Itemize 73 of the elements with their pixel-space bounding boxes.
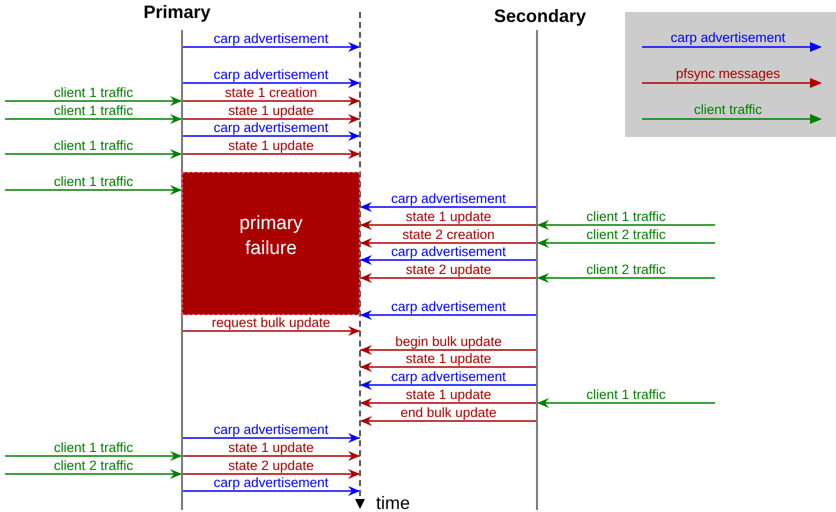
- legend-label: carp advertisement: [670, 30, 786, 45]
- lifeline-title: Secondary: [494, 6, 586, 26]
- edge-label: request bulk update: [210, 315, 332, 330]
- edge-label: carp advertisement: [212, 31, 330, 46]
- arrow: [182, 326, 360, 336]
- edge-label: state 1 creation: [224, 85, 318, 100]
- arrow: [182, 149, 360, 159]
- arrow: [5, 114, 182, 124]
- edge-label: client 1 traffic: [585, 387, 667, 402]
- arrow: [182, 131, 360, 141]
- arrow: [360, 255, 537, 265]
- edge-label: carp advertisement: [212, 67, 330, 82]
- edge-label: carp advertisement: [390, 191, 507, 206]
- arrow: [360, 238, 537, 248]
- edge-label: end bulk update: [399, 405, 498, 420]
- lifeline-title: Primary: [143, 2, 211, 22]
- edge-label: carp advertisement: [212, 422, 330, 437]
- arrow: [5, 451, 182, 461]
- arrow: [537, 220, 715, 230]
- arrow: [360, 345, 537, 355]
- arrow: [182, 486, 360, 496]
- edge-label: state 1 update: [227, 103, 315, 118]
- arrow: [5, 96, 182, 106]
- edge-label: client 1 traffic: [52, 138, 134, 153]
- arrow: [182, 96, 360, 106]
- arrow: [360, 398, 537, 408]
- edge-label: client 2 traffic: [585, 262, 667, 277]
- edge-label: carp advertisement: [390, 369, 507, 384]
- edge-label: state 1 update: [404, 387, 492, 402]
- arrow: [360, 416, 537, 426]
- arrow: [182, 469, 360, 479]
- edge-label: client 1 traffic: [52, 440, 134, 455]
- arrow: [537, 398, 715, 408]
- arrow: [537, 238, 715, 248]
- edge-label: state 2 update: [404, 262, 492, 277]
- edge-label: state 1 update: [227, 440, 315, 455]
- edge-label: state 1 update: [227, 138, 315, 153]
- legend-label: pfsync messages: [674, 66, 782, 81]
- arrow: [182, 451, 360, 461]
- arrow: [537, 273, 715, 283]
- failure-label: primary failure: [238, 212, 304, 261]
- arrow: [360, 310, 537, 320]
- arrow: [360, 202, 537, 212]
- edge-label: client 2 traffic: [585, 227, 667, 242]
- edge-label: client 1 traffic: [52, 85, 134, 100]
- arrow: [182, 78, 360, 88]
- edge-label: carp advertisement: [212, 120, 330, 135]
- arrow: [360, 220, 537, 230]
- edge-label: carp advertisement: [212, 475, 330, 490]
- edge-label: state 2 update: [227, 458, 315, 473]
- edge-label: client 1 traffic: [52, 103, 134, 118]
- edge-label: client 1 traffic: [585, 209, 667, 224]
- arrow: [5, 149, 182, 159]
- arrow: [360, 273, 537, 283]
- lifeline: [536, 30, 538, 510]
- arrow: [5, 185, 182, 195]
- arrow: [360, 362, 537, 372]
- edge-label: state 1 update: [404, 351, 492, 366]
- arrow: [360, 380, 537, 390]
- edge-label: client 1 traffic: [52, 174, 134, 189]
- arrow: [182, 42, 360, 52]
- arrow: [182, 114, 360, 124]
- arrow: [5, 469, 182, 479]
- axis-label: time: [376, 493, 410, 512]
- legend-label: client traffic: [692, 102, 764, 117]
- edge-label: state 2 creation: [401, 227, 496, 242]
- arrow: [182, 433, 360, 443]
- edge-label: begin bulk update: [394, 334, 503, 349]
- edge-label: client 2 traffic: [52, 458, 134, 473]
- edge-label: carp advertisement: [390, 244, 507, 259]
- edge-label: carp advertisement: [390, 299, 507, 314]
- failure-box: [182, 172, 360, 315]
- edge-label: state 1 update: [404, 209, 492, 224]
